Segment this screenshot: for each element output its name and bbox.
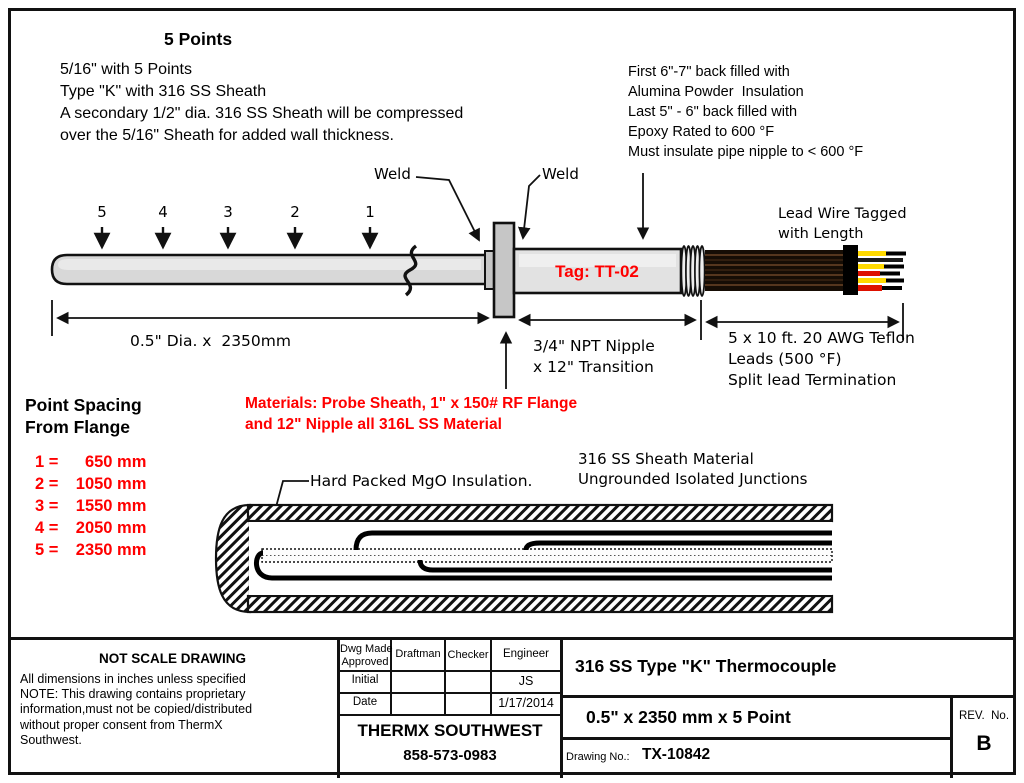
backfill-line: Epoxy Rated to 600 °F <box>628 124 775 140</box>
lead-wire-note: Lead Wire Tagged with Length <box>778 206 907 242</box>
nipple-body <box>512 247 683 295</box>
company-phone: 858-573-0983 <box>403 747 497 764</box>
not-scale-heading: NOT SCALE DRAWING <box>99 651 246 666</box>
table-cell-engineer-initial: JS <box>518 674 534 688</box>
spec-line: A secondary 1/2" dia. 316 SS Sheath will… <box>60 105 464 122</box>
mgo-label: Hard Packed MgO Insulation. <box>310 472 533 490</box>
point-spacing-entry: 1 =650 mm <box>35 453 147 471</box>
spec-line: Type "K" with 316 SS Sheath <box>60 83 267 100</box>
weld-leader-left <box>415 176 480 242</box>
junction-wires <box>254 530 832 581</box>
point-number-3: 3 <box>223 203 233 221</box>
cross-section-dome <box>214 503 252 614</box>
sheath-note: 316 SS Sheath Material Ungrounded Isolat… <box>578 450 808 488</box>
center-conductor-strip <box>261 548 833 563</box>
flange <box>492 221 516 319</box>
backfill-line: Last 5" - 6" back filled with <box>628 104 798 120</box>
cross-section <box>214 503 834 614</box>
table-header-draftman: Draftman <box>395 648 441 660</box>
table-row-initial-label: Initial <box>351 674 379 686</box>
title-block-divider <box>444 640 446 714</box>
point-spacing-entry: 5 =2350 mm <box>35 541 147 559</box>
title-block-divider <box>490 640 492 714</box>
weld-label-left: Weld <box>374 165 411 183</box>
drawing-border <box>8 8 1016 775</box>
table-cell-engineer-date: 1/17/2014 <box>498 696 554 710</box>
point-spacing-entry: 2 =1050 mm <box>35 475 147 493</box>
title-block-divider <box>337 640 340 778</box>
point-number-2: 2 <box>290 203 300 221</box>
wire-tape-band <box>843 245 858 295</box>
cross-section-top-wall <box>246 503 834 523</box>
drawing-no-label: Drawing No.: <box>566 751 630 763</box>
weld-leader-right <box>517 174 541 240</box>
thermocouple-drawing-canvas <box>50 173 906 614</box>
dimension-line-probe <box>51 300 490 336</box>
rev-value: B <box>976 732 992 755</box>
title-block: NOT SCALE DRAWING All dimensions in inch… <box>8 637 1016 778</box>
title-block-divider <box>337 714 563 716</box>
company-name: THERMX SOUTHWEST <box>357 721 543 740</box>
backfill-line: Must insulate pipe nipple to < 600 °F <box>628 144 864 160</box>
spec-line: over the 5/16" Sheath for added wall thi… <box>60 127 394 144</box>
probe-sheath <box>50 253 491 286</box>
table-header-engineer: Engineer <box>502 648 550 660</box>
weld-label-right: Weld <box>542 165 579 183</box>
cross-section-bottom-wall <box>246 594 834 614</box>
point-spacing-title: Point Spacing From Flange <box>25 395 142 437</box>
title-block-divider <box>337 670 563 672</box>
dim-leads-label: 5 x 10 ft. 20 AWG Teflon Leads (500 °F) … <box>728 329 915 389</box>
drawing-title: 316 SS Type "K" Thermocouple <box>575 656 837 676</box>
dimension-line-nipple <box>518 300 702 340</box>
spec-note: 5/16" with 5 Points Type "K" with 316 SS… <box>60 59 463 147</box>
point-spacing-entry: 3 =1550 mm <box>35 497 147 515</box>
table-row-date-label: Date <box>352 696 378 708</box>
point-number-4: 4 <box>158 203 168 221</box>
title-block-divider <box>337 692 563 694</box>
materials-note: Materials: Probe Sheath, 1" x 150# RF Fl… <box>245 395 578 433</box>
point-number-5: 5 <box>97 203 107 221</box>
spec-line: 5/16" with 5 Points <box>60 61 192 78</box>
lead-wire-bundle <box>705 245 858 295</box>
point-spacing-list: 1 =650 mm 2 =1050 mm 3 =1550 mm 4 =2050 … <box>35 451 146 561</box>
title-block-divider <box>950 695 953 778</box>
bellows <box>680 245 706 297</box>
backfill-note: First 6"-7" back filled with Alumina Pow… <box>628 62 863 162</box>
wire-ends <box>858 251 906 291</box>
rev-label: REV. No. <box>958 710 1010 722</box>
backfill-line: Alumina Powder Insulation <box>628 84 804 100</box>
drawing-no-value: TX-10842 <box>642 746 711 763</box>
proprietary-note: All dimensions in inches unless specifie… <box>20 672 253 747</box>
dim-probe-label: 0.5" Dia. x 2350mm <box>130 332 291 350</box>
title-block-divider <box>560 737 952 740</box>
dim-nipple-label: 3/4" NPT Nipple x 12" Transition <box>533 337 655 376</box>
drawing-heading: 5 Points <box>164 29 233 49</box>
point-number-1: 1 <box>365 203 375 221</box>
break-symbol <box>403 244 418 297</box>
drawing-subtitle: 0.5" x 2350 mm x 5 Point <box>586 707 791 727</box>
title-block-divider <box>560 695 1016 698</box>
point-arrows <box>93 227 379 250</box>
table-header-dwg-made: Dwg Made Approved <box>340 643 393 668</box>
backfill-line: First 6"-7" back filled with <box>628 64 790 80</box>
title-block-divider <box>560 640 563 778</box>
point-spacing-entry: 4 =2050 mm <box>35 519 147 537</box>
dimension-line-leads <box>705 303 904 340</box>
tag-label: Tag: TT-02 <box>555 262 639 281</box>
table-header-checker: Checker <box>447 649 489 661</box>
title-block-divider <box>390 640 392 714</box>
